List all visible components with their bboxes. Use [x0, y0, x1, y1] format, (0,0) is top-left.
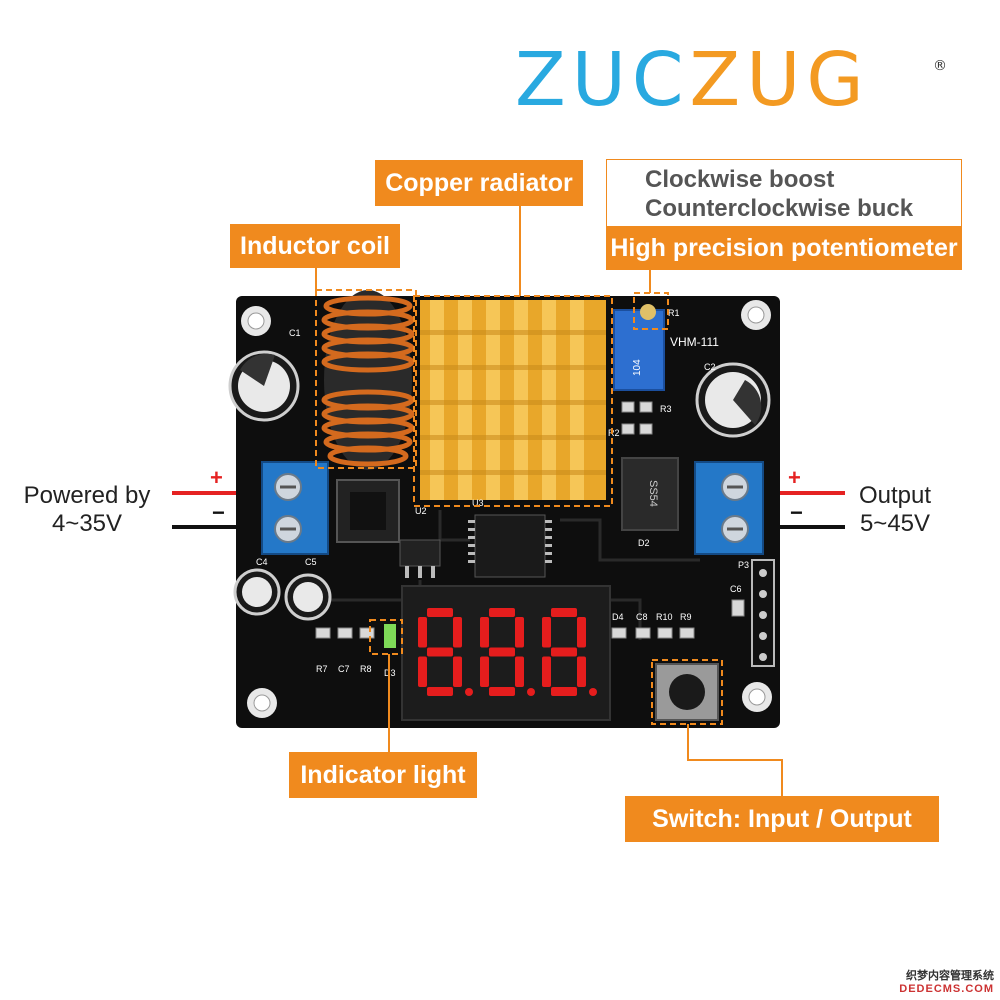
highlight-boxes	[315, 289, 723, 725]
capacitor-c5	[284, 573, 332, 621]
capacitor-c1	[228, 350, 300, 422]
regulator-transistor	[399, 539, 441, 578]
output-label: Output	[858, 482, 932, 509]
digit-1-segment-2	[453, 617, 462, 648]
silk-r3: R3	[660, 404, 672, 414]
digit-3-decimal-point	[589, 688, 597, 696]
digit-2-segment-7	[489, 647, 515, 657]
output-label-block: Output 5~45V	[848, 482, 942, 538]
silk-c1: C1	[289, 328, 301, 338]
silk-r9: R9	[680, 612, 692, 622]
capacitor-c4	[233, 568, 281, 616]
silk-d2: D2	[638, 538, 650, 548]
callout-inductor-coil: Inductor coil	[230, 224, 400, 268]
copper-heatsink	[420, 300, 606, 500]
seven-segment-display	[401, 585, 611, 721]
callout-potentiometer: High precision potentiometer	[606, 226, 962, 270]
output-wires	[768, 491, 845, 529]
watermark: 织梦内容管理系统 DEDECMS.COM	[899, 970, 994, 996]
silk-d4: D4	[612, 612, 624, 622]
output-plus-icon: +	[788, 465, 801, 490]
digit-1-segment-6	[418, 617, 427, 648]
digit-1-decimal-point	[465, 688, 473, 696]
input-plus-icon: +	[210, 465, 223, 490]
input-terminal-block	[261, 461, 329, 555]
highlight-indicator	[369, 619, 403, 655]
silk-c6: C6	[730, 584, 742, 594]
diode-d2	[621, 457, 679, 531]
digit-1-segment-5	[418, 656, 427, 687]
digit-2-segment-1	[489, 608, 515, 617]
pot-code: 104	[632, 359, 643, 376]
silk-p3: P3	[738, 560, 749, 570]
registered-icon: ®	[933, 58, 947, 74]
digit-3-segment-3	[577, 656, 586, 687]
diode-code: SS54	[647, 480, 659, 507]
indicator-led	[384, 624, 396, 648]
digit-1-segment-1	[427, 608, 453, 617]
chip-u2	[336, 479, 400, 543]
brand-part-2: ZUG	[689, 37, 870, 123]
smd-components	[315, 401, 745, 639]
output-terminal-block	[694, 461, 764, 555]
note-counterclockwise: Counterclockwise buck	[645, 195, 914, 222]
highlight-inductor	[315, 289, 417, 469]
digit-3-segment-7	[551, 647, 577, 657]
silk-u2: U2	[415, 506, 427, 516]
silk-c8: C8	[636, 612, 648, 622]
silk-c4: C4	[256, 557, 268, 567]
silk-r1: R1	[668, 308, 680, 318]
digit-1-segment-3	[453, 656, 462, 687]
potentiometer	[613, 304, 665, 391]
chip-u3	[468, 514, 552, 578]
brand-logo: ZUCZUG ®	[515, 40, 955, 120]
digit-2-segment-3	[515, 656, 524, 687]
digit-1-segment-4	[427, 687, 453, 696]
output-minus-icon: −	[790, 500, 803, 525]
board-model: VHM-111	[670, 335, 719, 349]
watermark-line-2: DEDECMS.COM	[899, 983, 994, 995]
callout-switch: Switch: Input / Output	[625, 796, 939, 842]
digit-2-segment-5	[480, 656, 489, 687]
digit-3-segment-5	[542, 656, 551, 687]
digit-3-segment-2	[577, 617, 586, 648]
silk-c5: C5	[305, 557, 317, 567]
highlight-potentiometer	[633, 292, 669, 330]
watermark-line-1: 织梦内容管理系统	[906, 970, 994, 982]
digit-2-segment-2	[515, 617, 524, 648]
mounting-holes	[241, 300, 772, 718]
capacitor-c2	[695, 362, 771, 438]
silk-r10: R10	[656, 612, 673, 622]
potentiometer-note-box: Clockwise boost Counterclockwise buck	[606, 159, 962, 269]
input-minus-icon: −	[212, 500, 225, 525]
callout-copper-radiator: Copper radiator	[375, 160, 583, 206]
input-range: 4~35V	[51, 510, 123, 537]
digit-3-segment-4	[551, 687, 577, 696]
digit-3-segment-1	[551, 608, 577, 617]
digit-1-segment-7	[427, 647, 453, 657]
highlight-switch	[651, 659, 723, 725]
silk-r2: R2	[608, 428, 620, 438]
silk-r8: R8	[360, 664, 372, 674]
highlight-heatsink	[413, 295, 613, 507]
silk-c7: C7	[338, 664, 350, 674]
silk-r7: R7	[316, 664, 328, 674]
leader-lines	[315, 206, 783, 796]
digit-3-segment-6	[542, 617, 551, 648]
digit-2-decimal-point	[527, 688, 535, 696]
header-p3	[751, 559, 775, 667]
input-label: Powered by	[23, 482, 151, 509]
silk-c2: C2	[704, 362, 716, 372]
silk-u3: U3	[472, 498, 484, 508]
push-button	[655, 663, 719, 721]
callout-indicator-light: Indicator light	[289, 752, 477, 798]
note-clockwise: Clockwise boost	[645, 166, 835, 193]
input-label-block: Powered by 4~35V	[12, 482, 162, 538]
digit-2-segment-6	[480, 617, 489, 648]
digit-2-segment-4	[489, 687, 515, 696]
brand-part-1: ZUC	[515, 37, 690, 123]
inductor-coil	[321, 290, 415, 470]
output-range: 5~45V	[859, 510, 931, 537]
